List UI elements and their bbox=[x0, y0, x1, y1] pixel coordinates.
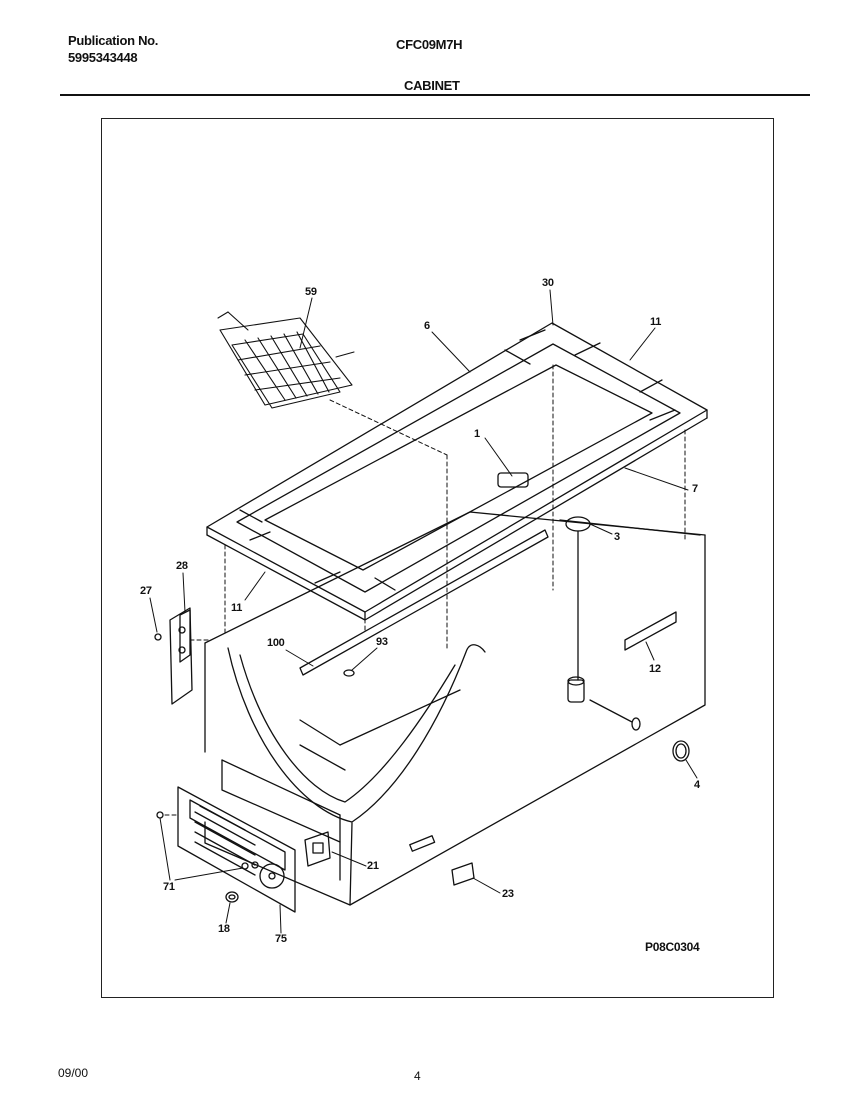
callout-4: 4 bbox=[694, 779, 700, 791]
section-title: CABINET bbox=[404, 78, 460, 93]
relay-and-feet bbox=[304, 831, 475, 886]
header-rule bbox=[60, 94, 810, 96]
callout-71: 71 bbox=[163, 881, 175, 893]
callout-23: 23 bbox=[502, 888, 514, 900]
callout-30: 30 bbox=[542, 277, 554, 289]
callout-59: 59 bbox=[305, 286, 317, 298]
page-number: 4 bbox=[414, 1069, 421, 1083]
cabinet-body bbox=[204, 511, 706, 906]
grille bbox=[156, 786, 296, 913]
callout-27: 27 bbox=[140, 585, 152, 597]
diagram-frame bbox=[101, 118, 774, 998]
callout-6: 6 bbox=[424, 320, 430, 332]
lid-frame bbox=[206, 322, 708, 621]
callout-93: 93 bbox=[376, 636, 388, 648]
publication-number: 5995343448 bbox=[68, 50, 138, 65]
model-number: CFC09M7H bbox=[396, 37, 463, 52]
rating-plate bbox=[624, 611, 677, 651]
leader-lines bbox=[149, 289, 698, 934]
trim-strip bbox=[299, 529, 549, 677]
callout-11-top: 11 bbox=[650, 316, 662, 328]
callout-12: 12 bbox=[649, 663, 661, 675]
footer-date: 09/00 bbox=[58, 1066, 89, 1080]
drawing-code: P08C0304 bbox=[645, 940, 700, 954]
callout-18: 18 bbox=[218, 923, 230, 935]
callout-100: 100 bbox=[267, 637, 285, 649]
latch-part bbox=[497, 472, 529, 488]
callout-75: 75 bbox=[275, 933, 287, 945]
publication-label: Publication No. bbox=[68, 33, 159, 48]
callout-21: 21 bbox=[367, 860, 379, 872]
callout-3: 3 bbox=[614, 531, 620, 543]
callout-11-bottom: 11 bbox=[231, 602, 243, 614]
basket bbox=[217, 311, 355, 409]
callout-1: 1 bbox=[474, 428, 480, 440]
callout-7: 7 bbox=[692, 483, 698, 495]
callout-28: 28 bbox=[176, 560, 188, 572]
hinge bbox=[154, 607, 193, 705]
